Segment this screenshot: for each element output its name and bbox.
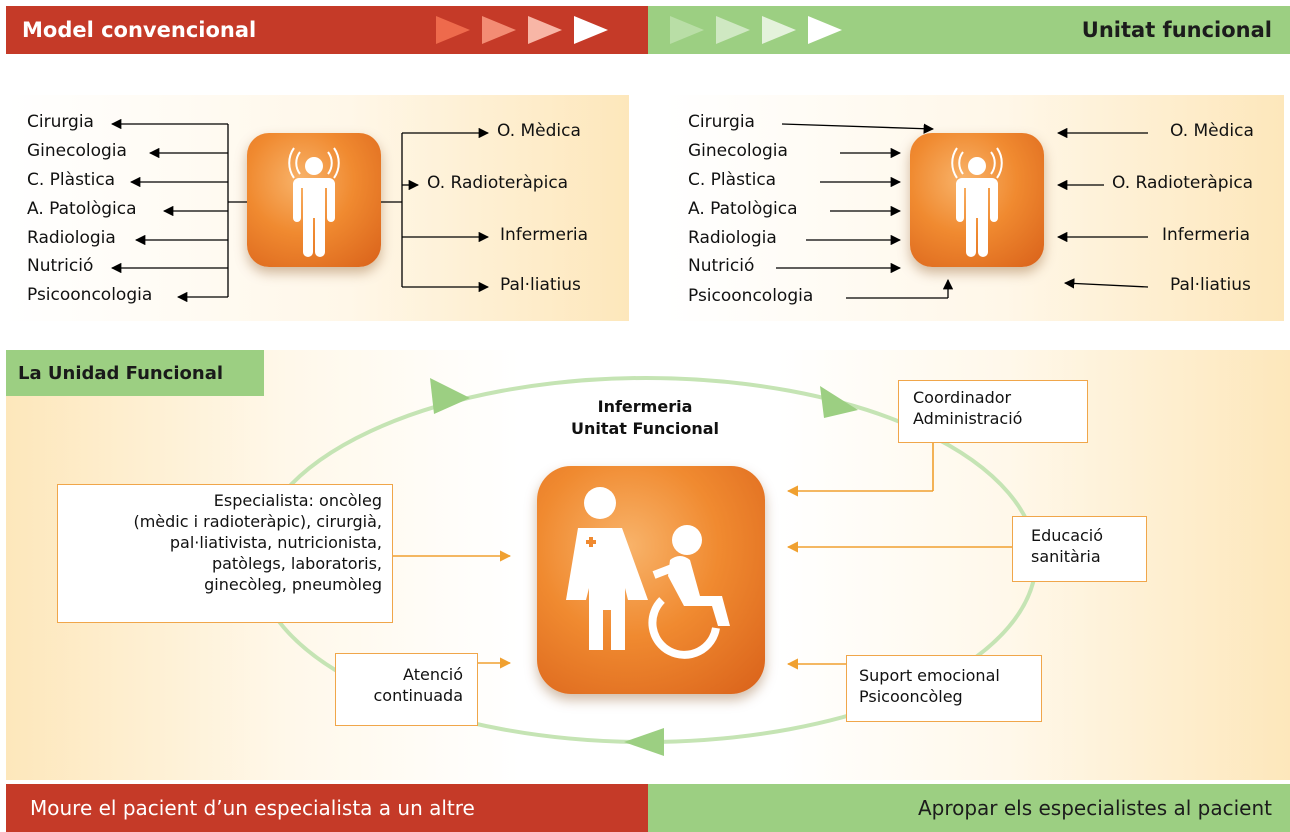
red-chevrons [436, 16, 608, 44]
green-chevrons-top [670, 16, 842, 44]
conv-left-item: A. Patològica [27, 199, 137, 219]
conv-right-item: Pal·liatius [500, 275, 581, 295]
coordinador-line: Administració [913, 409, 1023, 428]
wheelchair-patient-icon [648, 525, 730, 659]
bottom-left-text: Moure el pacient d’un especialista a un … [30, 796, 475, 820]
func-left-item: Cirurgia [688, 112, 755, 132]
unidad-tab: La Unidad Funcional [6, 350, 264, 396]
func-right-item: O. Mèdica [1170, 121, 1254, 141]
coordinador-line: Coordinador [913, 388, 1012, 407]
func-right-item: Infermeria [1162, 225, 1251, 245]
func-left-item: Ginecologia [688, 141, 788, 161]
educacio-box: Educació sanitària [1012, 516, 1147, 582]
conv-left-item: Psicooncologia [27, 285, 153, 305]
bottom-bar-right: Apropar els especialistes al pacient [648, 784, 1290, 832]
func-left-item: Psicooncologia [688, 286, 814, 306]
conventional-connectors [110, 118, 490, 303]
top-bar-right: Unitat funcional [648, 6, 1290, 54]
educacio-line: sanitària [1031, 547, 1101, 566]
center-title: Infermeria Unitat Funcional [560, 396, 730, 440]
unidad-tab-label: La Unidad Funcional [18, 362, 224, 384]
conv-left-item: Nutrició [27, 256, 94, 276]
func-right-item: O. Radioteràpica [1112, 173, 1254, 193]
atencio-line: Atenció [403, 665, 463, 684]
especialista-line: ginecòleg, pneumòleg [204, 575, 382, 594]
educacio-line: Educació [1031, 526, 1104, 545]
coordinador-box: Coordinador Administració [898, 380, 1088, 443]
cycle-arrow-bottom [624, 728, 664, 756]
center-title-line2: Unitat Funcional [570, 419, 720, 438]
func-left-item: Nutrició [688, 256, 755, 276]
bottom-right-text: Apropar els especialistes al pacient [917, 796, 1272, 820]
unitat-funcional-title: Unitat funcional [1081, 18, 1272, 42]
model-convencional-title: Model convencional [22, 18, 257, 42]
nurse-icon [566, 487, 648, 650]
atencio-line: continuada [373, 686, 464, 705]
person-signal-icon [288, 147, 340, 257]
suport-box: Suport emocional Psicooncòleg [846, 655, 1042, 722]
bottom-bar-left: Moure el pacient d’un especialista a un … [6, 784, 648, 832]
func-left-item: Radiologia [688, 228, 777, 248]
conv-right-item: Infermeria [500, 225, 589, 245]
especialista-line: pal·liativista, nutricionista, [169, 533, 382, 552]
especialista-box: Especialista: oncòleg (mèdic i radioterà… [57, 484, 393, 623]
conv-left-item: C. Plàstica [27, 170, 116, 190]
conv-left-item: Ginecologia [27, 141, 127, 161]
person-signal-icon-right [951, 147, 1003, 257]
functional-connectors [776, 123, 1149, 299]
conv-right-item: O. Mèdica [497, 121, 581, 141]
suport-line: Suport emocional [859, 666, 1000, 685]
cycle-arrow-top-right [820, 386, 858, 418]
cycle-arrow-top-left [430, 378, 470, 414]
orange-connectors [392, 443, 1012, 670]
especialista-line: (mèdic i radioteràpic), cirurgià, [133, 512, 382, 531]
especialista-label: Especialista: [213, 491, 314, 510]
suport-line: Psicooncòleg [859, 687, 963, 706]
especialista-line: patòlegs, laboratoris, [211, 554, 382, 573]
func-left-item: C. Plàstica [688, 170, 777, 190]
center-title-line1: Infermeria [597, 397, 693, 416]
conv-left-item: Cirurgia [27, 112, 94, 132]
func-right-item: Pal·liatius [1170, 275, 1251, 295]
func-left-item: A. Patològica [688, 199, 798, 219]
conv-right-item: O. Radioteràpica [427, 173, 569, 193]
atencio-box: Atenció continuada [335, 653, 478, 726]
especialista-text: oncòleg [319, 491, 382, 510]
conv-left-item: Radiologia [27, 228, 116, 248]
